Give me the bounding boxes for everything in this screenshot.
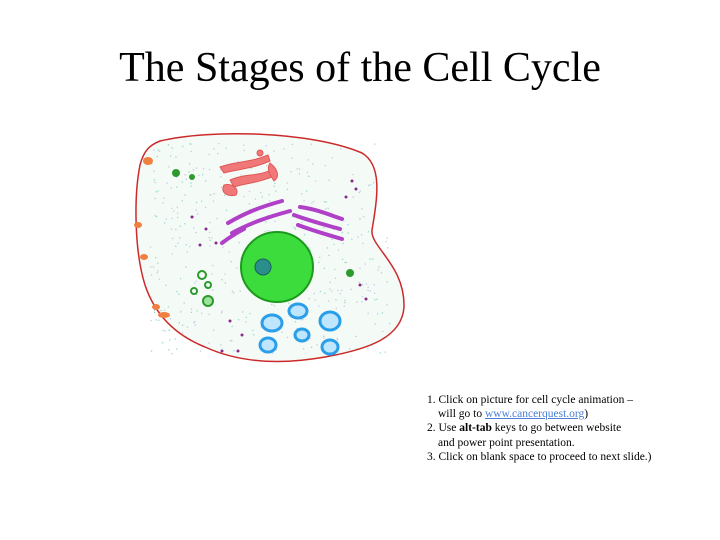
membrane-blobs <box>134 157 170 318</box>
instruction-2-text-cont: keys to go between website <box>491 422 622 435</box>
nucleolus <box>254 258 272 276</box>
instruction-2-text-line2: and power point presentation. <box>438 436 575 449</box>
golgi-apparatus <box>220 199 344 245</box>
nucleus <box>240 231 314 303</box>
instruction-1-close-paren: ) <box>584 408 589 421</box>
instruction-1-text: 1. Click on picture for cell cycle anima… <box>427 394 633 406</box>
endoplasmic-reticulum <box>219 149 278 196</box>
alt-tab-keys: alt-tab <box>459 422 492 435</box>
cell-picture-link[interactable] <box>120 125 420 375</box>
instruction-1-text-cont: will go to <box>438 408 485 421</box>
instruction-1: 1. Click on picture for cell cycle anima… <box>427 393 717 407</box>
cell-diagram-image <box>134 132 405 363</box>
mitochondria <box>258 302 342 356</box>
instruction-2-line-2: and power point presentation. <box>427 436 717 450</box>
instruction-1-line-2: will go to www.cancerquest.org) <box>427 407 717 421</box>
slide-title: The Stages of the Cell Cycle <box>119 45 601 91</box>
vesicles <box>172 169 354 307</box>
cytoplasm-speckles <box>150 143 391 355</box>
instruction-2-text: 2. Use <box>427 422 460 435</box>
cancerquest-link[interactable]: www.cancerquest.org <box>484 408 585 421</box>
instruction-3: 3. Click on blank space to proceed to ne… <box>427 450 717 464</box>
small-granules <box>190 179 368 353</box>
instruction-2: 2. Use alt-tab keys to go between websit… <box>427 421 717 435</box>
instruction-3-text: 3. Click on blank space to proceed to ne… <box>427 450 652 463</box>
instructions-block: 1. Click on picture for cell cycle anima… <box>427 393 717 464</box>
